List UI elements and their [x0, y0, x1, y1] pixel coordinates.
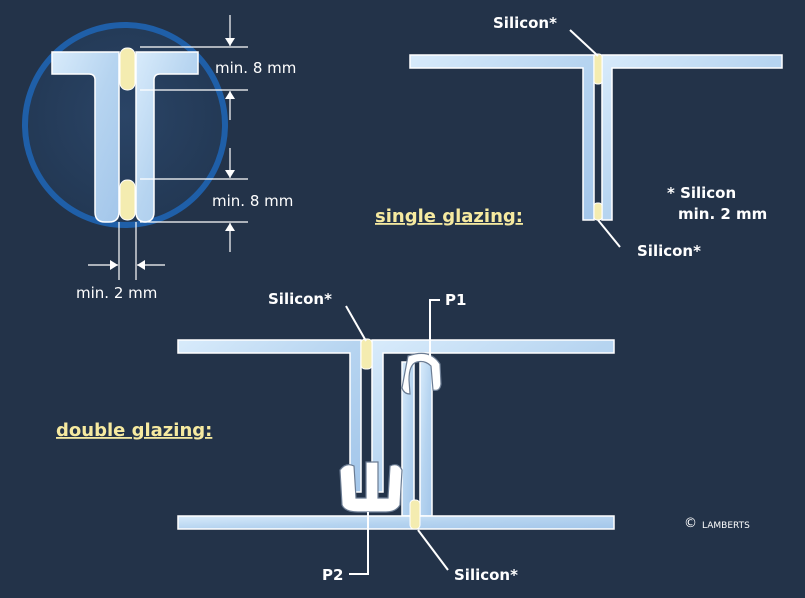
detail-view: min. 8 mm min. 8 mm min. 2 mm — [22, 15, 296, 302]
arrow-right-icon — [110, 260, 118, 270]
magnifier-circle — [22, 22, 228, 228]
double-silicon-bottom-label: Silicon* — [454, 566, 518, 584]
profile-p2-leader — [349, 512, 369, 575]
double-top-left-profile — [177, 339, 362, 493]
silicon-note-line2: min. 2 mm — [678, 205, 767, 223]
single-left-profile — [409, 54, 595, 221]
profile-p1-label: P1 — [445, 291, 466, 309]
single-silicon-bottom — [593, 202, 603, 221]
single-right-profile — [601, 54, 783, 221]
detail-silicon-top — [119, 47, 136, 91]
copyright-mark: © LAMBERTS — [684, 516, 750, 531]
silicon-note-line1: * Silicon — [667, 184, 736, 202]
double-glazing-heading: double glazing: — [56, 420, 212, 441]
profile-p2-label: P2 — [322, 566, 343, 584]
double-silicon-top-leader — [345, 305, 367, 342]
double-silicon-top-label: Silicon* — [268, 290, 332, 308]
double-inner-far-profile — [419, 361, 433, 517]
detail-silicon-bottom — [119, 179, 136, 221]
single-silicon-bottom-leader — [597, 219, 621, 248]
single-silicon-top-leader — [569, 29, 599, 57]
double-bottom-profile — [177, 515, 615, 530]
single-silicon-top — [593, 53, 603, 85]
detail-left-profile — [51, 51, 120, 223]
double-glazing-view: Silicon* P1 P2 Silicon* double glazing: — [56, 290, 615, 584]
dim-gap-label: min. 2 mm — [76, 284, 157, 302]
arrow-up-icon — [225, 91, 235, 99]
arrow-down-icon — [225, 38, 235, 46]
profile-p1 — [401, 352, 442, 395]
single-glazing-view: Silicon* Silicon* single glazing: * Sili… — [375, 14, 783, 260]
single-silicon-bottom-label: Silicon* — [637, 242, 701, 260]
arrow-up-icon — [225, 223, 235, 231]
profile-p1-leader — [429, 299, 440, 360]
single-glazing-heading: single glazing: — [375, 206, 523, 227]
double-silicon-bottom — [409, 499, 421, 530]
dim-top-label: min. 8 mm — [215, 59, 296, 77]
single-silicon-top-label: Silicon* — [493, 14, 557, 32]
profile-p2 — [339, 461, 403, 513]
arrow-down-icon — [225, 170, 235, 178]
double-silicon-bottom-leader — [417, 529, 449, 571]
dim-bottom-label: min. 8 mm — [212, 192, 293, 210]
copyright-brand: LAMBERTS — [702, 521, 750, 531]
copyright-icon: © — [684, 516, 697, 531]
double-silicon-top — [360, 338, 373, 370]
arrow-left-icon — [137, 260, 145, 270]
